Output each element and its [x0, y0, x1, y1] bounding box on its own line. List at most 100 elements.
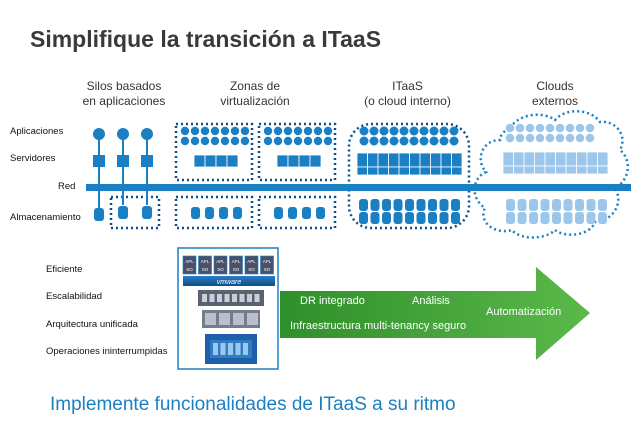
- server-node: [141, 155, 153, 167]
- cloud-server-block: [502, 165, 514, 175]
- server-block: [356, 152, 368, 168]
- storage-disk: [228, 343, 233, 355]
- cloud-server-block: [523, 151, 535, 167]
- server-chassis: [202, 310, 260, 328]
- column-header-line: Zonas de: [229, 79, 281, 93]
- server-blade: [219, 313, 230, 325]
- storage-drum: [94, 208, 104, 221]
- app-vm-dot: [419, 136, 429, 146]
- server-block: [298, 154, 311, 168]
- column-header-line: Silos basados: [86, 79, 162, 93]
- server-blade: [205, 313, 216, 325]
- cloud-server-block: [523, 165, 535, 175]
- virtualization-storage-2: [257, 195, 337, 230]
- column-header-clouds: Clouds externos: [500, 79, 610, 109]
- app-vm-dot: [240, 136, 250, 146]
- vm-os-label: SO: [233, 267, 240, 272]
- column-header-virtualization: Zonas de virtualización: [200, 79, 310, 109]
- cloud-vm-dot: [565, 123, 575, 133]
- vm-app-label: APL: [216, 259, 225, 264]
- server-block: [388, 152, 400, 168]
- storage-drum: [405, 212, 414, 224]
- column-header-itaas: ITaaS (o cloud interno): [350, 79, 465, 109]
- switch-unit: [198, 290, 264, 306]
- page-title: Simplifique la transición a ITaaS: [30, 26, 382, 52]
- switch-port: [202, 294, 207, 302]
- app-node: [93, 128, 105, 140]
- storage-drum: [316, 207, 325, 219]
- app-vm-dot: [200, 126, 210, 136]
- app-vm-dot: [389, 126, 399, 136]
- cloud-storage-drum: [575, 199, 584, 211]
- server-block: [419, 166, 431, 176]
- virtualization-zone-1: [174, 122, 254, 182]
- app-vm-dot: [449, 136, 459, 146]
- app-vm-dot: [293, 136, 303, 146]
- cloud-vm-dot: [555, 133, 565, 143]
- green-arrow: [280, 267, 590, 360]
- app-vm-dot: [210, 136, 220, 146]
- server-block: [204, 154, 217, 168]
- app-vm-dot: [190, 136, 200, 146]
- storage-drum: [382, 212, 391, 224]
- app-vm-dot: [359, 136, 369, 146]
- app-vm-dot: [293, 126, 303, 136]
- column-header-silos: Silos basados en aplicaciones: [74, 79, 174, 109]
- cloud-server-block: [544, 165, 556, 175]
- cloud-server-block: [586, 165, 598, 175]
- storage-drum: [416, 212, 426, 224]
- app-vm-dot: [283, 126, 293, 136]
- row-label-applications: Aplicaciones: [10, 126, 64, 137]
- cloud-vm-dot: [505, 123, 515, 133]
- storage-drum: [274, 207, 283, 219]
- app-vm-dot: [369, 126, 379, 136]
- row-label-storage: Almacenamiento: [10, 212, 81, 223]
- app-vm-dot: [303, 136, 313, 146]
- storage-disk: [213, 343, 218, 355]
- vm-app-label: APL: [263, 259, 272, 264]
- cloud-storage-drum: [552, 212, 561, 224]
- arrow-item-analytics: Análisis: [412, 295, 450, 307]
- column-header-line: virtualización: [220, 94, 290, 108]
- cloud-storage-drum: [598, 212, 607, 224]
- server-block: [419, 152, 431, 168]
- cloud-vm-dot: [575, 133, 585, 143]
- app-vm-dot: [439, 136, 449, 146]
- cloud-server-block: [576, 165, 588, 175]
- app-vm-dot: [303, 126, 313, 136]
- storage-drum: [205, 207, 214, 219]
- benefit-efficient: Eficiente: [46, 264, 83, 275]
- column-header-line: externos: [531, 94, 579, 108]
- cloud-server-block: [597, 151, 609, 167]
- app-vm-dot: [230, 126, 240, 136]
- cloud-vm-dot: [525, 123, 535, 133]
- app-vm-dot: [419, 126, 429, 136]
- app-vm-dot: [200, 136, 210, 146]
- network-line: [86, 184, 631, 191]
- cloud-server-block: [534, 151, 546, 167]
- column-header-line: en aplicaciones: [82, 94, 166, 108]
- cloud-server-block: [576, 151, 588, 167]
- switch-port: [247, 294, 252, 302]
- app-vm-dot: [389, 136, 399, 146]
- cloud-storage-drum: [540, 212, 550, 224]
- server-block: [287, 154, 300, 168]
- storage-drum: [370, 212, 380, 224]
- storage-disk: [220, 343, 226, 355]
- storage-drum: [439, 212, 449, 224]
- cloud-storage-drum: [586, 199, 596, 211]
- app-vm-dot: [379, 136, 389, 146]
- cloud-server-block: [513, 165, 525, 175]
- storage-drum: [439, 199, 449, 211]
- storage-drum: [416, 199, 426, 211]
- app-vm-dot: [240, 126, 250, 136]
- switch-port: [224, 294, 230, 302]
- server-block: [226, 154, 239, 168]
- cloud-storage-drum: [575, 212, 584, 224]
- cloud-storage-drum: [563, 199, 573, 211]
- cloud-storage-drum: [529, 199, 538, 211]
- vm-app-label: APL: [185, 259, 194, 264]
- vm-os-label: SO: [248, 267, 255, 272]
- vm-os-label: SO: [217, 267, 224, 272]
